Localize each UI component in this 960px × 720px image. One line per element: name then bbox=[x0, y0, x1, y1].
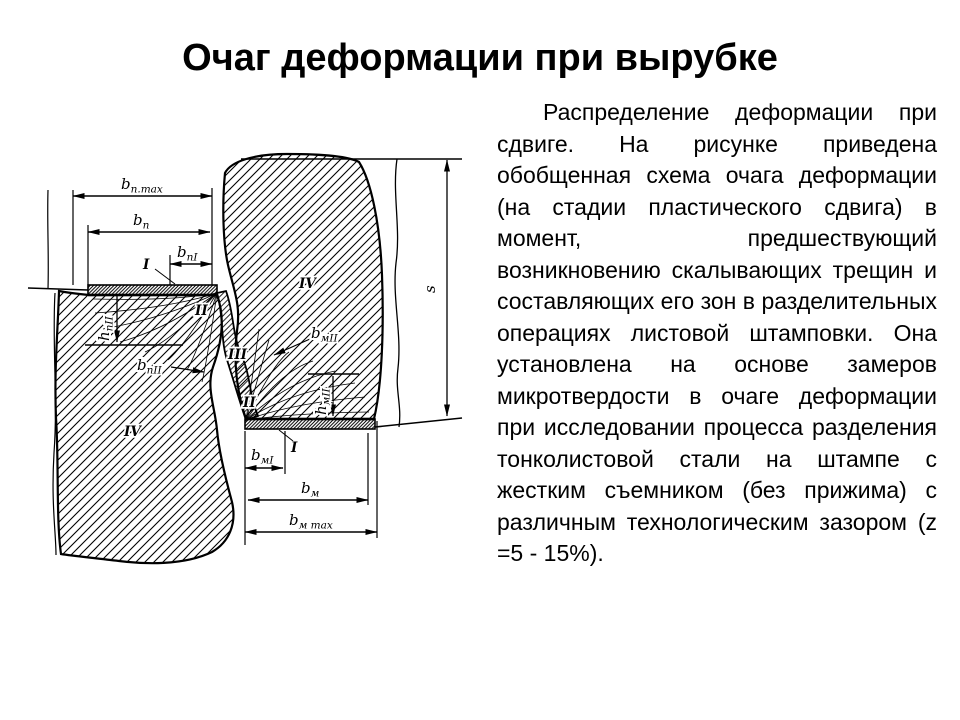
dim-bpII bbox=[170, 366, 205, 374]
zone-label-III: III bbox=[227, 347, 248, 363]
dim-label-bp-max-base: b bbox=[121, 175, 131, 193]
dim-label-bpII-sub: пII bbox=[147, 365, 163, 377]
dim-label-bm-max: bм max bbox=[289, 511, 333, 532]
deformation-diagram-svg: bп.max bп bпI I hпII bпII bмII hмII II I… bbox=[27, 152, 463, 565]
dim-label-hpII-base: h bbox=[95, 331, 113, 341]
dim-hpII bbox=[85, 296, 183, 346]
dim-bp-max bbox=[47, 188, 213, 290]
dim-hmII bbox=[308, 373, 359, 417]
dim-bp bbox=[87, 225, 211, 285]
zone-label-II-lower: II bbox=[242, 395, 256, 411]
slide-title: Очаг деформации при вырубке bbox=[182, 37, 778, 80]
deformation-diagram: bп.max bп bпI I hпII bпII bмII hмII II I… bbox=[25, 133, 490, 633]
dim-label-hmII-base: h bbox=[312, 405, 330, 415]
upper-right-lobe bbox=[222, 152, 384, 421]
zone-label-I-die: I bbox=[290, 440, 298, 456]
dim-label-bpII: bпII bbox=[137, 356, 163, 377]
dim-label-s: s bbox=[421, 285, 439, 293]
dim-label-bm: bм bbox=[301, 479, 319, 500]
dim-label-bpI-sub: пI bbox=[187, 252, 199, 264]
dim-bm bbox=[247, 433, 369, 505]
dim-label-bmII: bмII bbox=[311, 324, 338, 345]
dim-label-bp: bп bbox=[133, 211, 150, 232]
zone-label-II-upper: II bbox=[194, 303, 208, 319]
zone-I-punch-callout: I bbox=[140, 255, 176, 285]
body-paragraph: Распределение деформации при сдвиге. На … bbox=[497, 99, 937, 566]
punch-face-strip bbox=[87, 284, 218, 296]
zone-I-die-callout: I bbox=[278, 429, 300, 458]
dim-label-bpI: bпI bbox=[177, 243, 198, 264]
dim-label-bmII-base: b bbox=[311, 324, 321, 342]
lower-left-lobe bbox=[54, 289, 235, 565]
dim-label-bmI: bмI bbox=[251, 446, 274, 467]
zone-III-neck bbox=[215, 289, 260, 422]
dim-label-bp-base: b bbox=[133, 211, 143, 229]
zone-label-IV-left: IV bbox=[123, 424, 142, 440]
dim-label-bp-max-sub: п.max bbox=[131, 184, 163, 196]
dim-label-bm-sub: м bbox=[311, 488, 320, 500]
die-face-strip bbox=[244, 418, 376, 430]
dim-label-bmI-base: b bbox=[251, 446, 261, 464]
dim-label-bm-base: b bbox=[301, 479, 311, 497]
dim-label-bmII-sub: мII bbox=[321, 333, 339, 345]
dim-bm-max bbox=[244, 421, 378, 538]
dim-label-bpII-base: b bbox=[137, 356, 147, 374]
dim-label-hpII: hпII bbox=[95, 315, 116, 341]
dim-label-bmI-sub: мI bbox=[261, 455, 275, 467]
break-line-right bbox=[394, 158, 401, 428]
zone-I-strips bbox=[87, 284, 376, 430]
zone-IV-lobes bbox=[54, 152, 384, 565]
dim-bmII bbox=[273, 338, 311, 356]
zone-label-IV-right: IV bbox=[298, 276, 317, 292]
break-line-left bbox=[52, 292, 57, 556]
dim-label-hmII-sub: мII bbox=[321, 387, 333, 405]
dim-label-hpII-sub: пII bbox=[104, 315, 116, 331]
dim-bmI bbox=[244, 431, 286, 545]
zone-label-I-punch: I bbox=[142, 257, 150, 273]
dim-label-bp-max: bп.max bbox=[121, 175, 163, 196]
dim-label-bp-sub: п bbox=[143, 220, 150, 232]
dim-label-bpI-base: b bbox=[177, 243, 187, 261]
dim-label-bm-max-sub: м max bbox=[299, 520, 333, 532]
dim-label-hmII: hмII bbox=[312, 387, 333, 415]
dim-label-bm-max-base: b bbox=[289, 511, 299, 529]
